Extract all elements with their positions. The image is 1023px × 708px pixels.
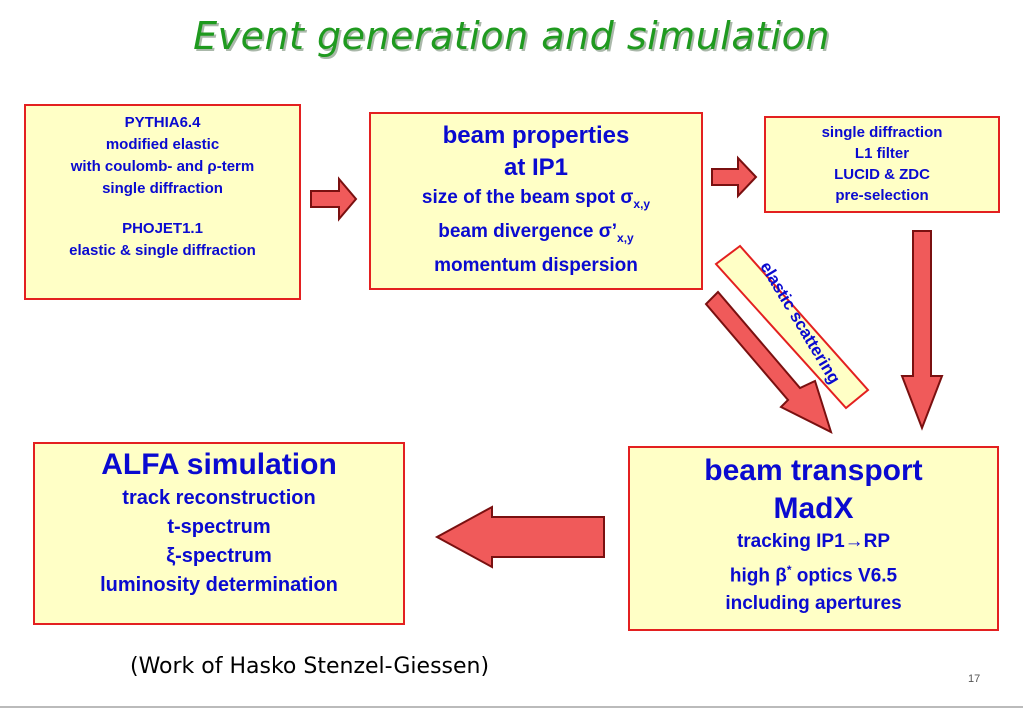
page-number: 17	[968, 673, 981, 685]
pythia-line: modified elastic	[105, 136, 220, 153]
sd-line: L1 filter	[854, 145, 910, 162]
slide-title: Event generation and simulation	[193, 14, 830, 58]
momentum-dispersion-line: momentum dispersion	[434, 254, 638, 276]
transport-subtitle: MadX	[773, 492, 854, 525]
transport-title: beam transport	[704, 454, 923, 487]
arrow-diagonal	[704, 290, 833, 434]
beam-divergence-line: beam divergence σ’x,y	[438, 220, 634, 245]
right-arrow-icon: →	[844, 531, 864, 552]
beam-properties-subtitle: at IP1	[503, 154, 569, 181]
optics-line: high β* optics V6.5	[729, 563, 898, 587]
sd-line: single diffraction	[821, 124, 943, 141]
apertures-line: including apertures	[725, 593, 902, 615]
elastic-label-box	[714, 244, 870, 410]
alfa-line: t-spectrum	[167, 516, 271, 538]
alfa-simulation-box: ALFA simulation track reconstruction t-s…	[33, 442, 405, 625]
arrow-right-1	[310, 176, 358, 222]
pythia-line: single diffraction	[102, 180, 223, 197]
pythia-title: PYTHIA6.4	[124, 114, 201, 131]
sd-line: pre-selection	[835, 187, 929, 204]
single-diffraction-box: single diffraction L1 filter LUCID & ZDC…	[764, 116, 1000, 213]
phojet-line: elastic & single diffraction	[69, 242, 256, 259]
phojet-title: PHOJET1.1	[122, 220, 203, 237]
pythia-line: with coulomb- and ρ-term	[70, 158, 255, 175]
sd-line: LUCID & ZDC	[834, 166, 930, 183]
alfa-title: ALFA simulation	[101, 448, 337, 481]
beam-spot-line: size of the beam spot σx,y	[421, 187, 651, 211]
arrow-left	[434, 505, 605, 569]
alfa-line: track reconstruction	[122, 487, 316, 509]
elastic-scattering-label: elastic scattering	[756, 252, 844, 400]
beam-properties-box: beam properties at IP1 size of the beam …	[369, 112, 703, 290]
arrow-down	[900, 230, 944, 431]
bottom-divider	[0, 706, 1023, 708]
alfa-line: luminosity determination	[100, 574, 338, 596]
beam-properties-title: beam properties	[442, 122, 630, 149]
alfa-line: ξ-spectrum	[166, 545, 272, 567]
footer-credit: (Work of Hasko Stenzel-Giessen)	[130, 654, 490, 679]
arrow-right-2	[711, 155, 758, 199]
generator-box: PYTHIA6.4 modified elastic with coulomb-…	[24, 104, 301, 300]
tracking-line: tracking IP1→RP	[736, 531, 891, 552]
beam-transport-box: beam transport MadX tracking IP1→RP high…	[628, 446, 999, 631]
